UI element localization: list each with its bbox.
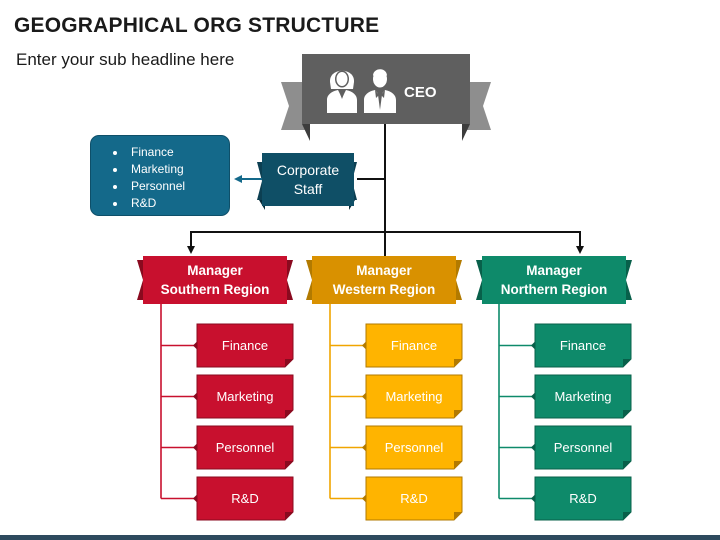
businesswoman-icon (327, 70, 357, 113)
western-unit-label: R&D (400, 491, 428, 506)
southern-unit-label: Finance (221, 338, 269, 353)
corporate-staff-label-line2: Staff (293, 180, 323, 197)
corporate-staff-list: Finance Marketing Personnel R&D (90, 135, 230, 216)
northern-box (482, 256, 626, 304)
northern-unit-label: Marketing (554, 389, 612, 404)
northern-unit-fold (623, 512, 631, 520)
corporate-staff-item: Personnel (127, 178, 229, 195)
southern-unit-label: R&D (231, 491, 259, 506)
southern-unit-fold (285, 512, 293, 520)
western-region-node[interactable] (306, 256, 462, 304)
ceo-ribbon-fold-right (462, 124, 470, 141)
northern-region-title-line2: Northern Region (500, 282, 608, 297)
western-box (312, 256, 456, 304)
page-subtitle: Enter your sub headline here (16, 50, 235, 69)
southern-region-node[interactable] (137, 256, 293, 304)
corporate-staff-item: R&D (127, 195, 229, 212)
western-region-title-line2: Western Region (332, 282, 436, 297)
ceo-box (302, 54, 470, 124)
corporate-staff-label: Corporate Staff (262, 153, 354, 206)
northern-unit-fold (623, 410, 631, 418)
western-unit-fold (454, 512, 462, 520)
western-unit-fold (454, 410, 462, 418)
southern-unit-label: Marketing (216, 389, 274, 404)
western-unit-label: Finance (390, 338, 438, 353)
western-region-title-line1: Manager (356, 263, 412, 278)
southern-unit-label: Personnel (215, 440, 275, 455)
region-units (160, 304, 632, 521)
northern-region-title: Manager Northern Region (482, 256, 626, 304)
western-unit-fold (454, 359, 462, 367)
ceo-node[interactable] (281, 54, 491, 141)
northern-unit-label: Personnel (553, 440, 613, 455)
western-unit-label: Personnel (384, 440, 444, 455)
northern-unit-label: Finance (559, 338, 607, 353)
businessman-icon (364, 69, 396, 113)
footer-bar (0, 535, 720, 540)
southern-region-title-line1: Manager (187, 263, 243, 278)
southern-unit-fold (285, 359, 293, 367)
ceo-label: CEO (404, 83, 437, 101)
northern-unit-label: R&D (569, 491, 597, 506)
northern-unit-fold (623, 359, 631, 367)
southern-region-title: Manager Southern Region (143, 256, 287, 304)
southern-region-title-line2: Southern Region (160, 282, 270, 297)
corporate-staff-item: Marketing (127, 161, 229, 178)
northern-unit-fold (623, 461, 631, 469)
southern-unit-fold (285, 410, 293, 418)
corporate-box (262, 153, 354, 206)
southern-box (143, 256, 287, 304)
corporate-staff-node[interactable] (257, 153, 357, 210)
ceo-ribbon-fold-left (302, 124, 310, 141)
corporate-staff-label-line1: Corporate (276, 161, 340, 178)
northern-region-node[interactable] (476, 256, 632, 304)
western-region-title: Manager Western Region (312, 256, 456, 304)
page-title: GEOGRAPHICAL ORG STRUCTURE (14, 14, 380, 37)
corporate-staff-item: Finance (127, 144, 229, 161)
southern-unit-fold (285, 461, 293, 469)
western-unit-label: Marketing (385, 389, 443, 404)
western-unit-fold (454, 461, 462, 469)
northern-region-title-line1: Manager (526, 263, 582, 278)
